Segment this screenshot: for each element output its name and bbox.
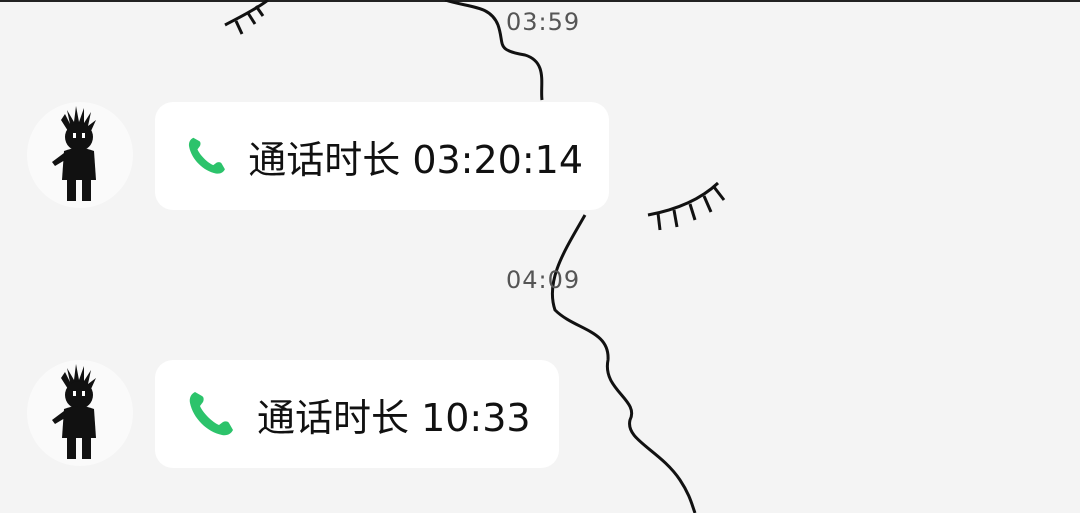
shadow-figure-avatar[interactable] [27, 360, 133, 466]
phone-icon [188, 137, 225, 174]
avatar-figure-icon [52, 364, 96, 459]
phone-icon [189, 392, 233, 436]
avatar-figure-icon [52, 106, 96, 201]
top-divider [0, 0, 1080, 2]
call-record-message: 通话时长 10:33 [0, 360, 700, 480]
call-record-message: 通话时长 03:20:14 [0, 102, 700, 222]
timestamp: 03:59 [506, 8, 581, 36]
call-duration-bubble[interactable]: 通话时长 10:33 [155, 360, 559, 468]
call-duration-bubble[interactable]: 通话时长 03:20:14 [155, 102, 609, 210]
call-duration-text: 通话时长 03:20:14 [248, 137, 583, 182]
shadow-figure-avatar[interactable] [27, 102, 133, 208]
timestamp: 04:09 [506, 266, 581, 294]
call-duration-text: 通话时长 10:33 [257, 395, 531, 440]
